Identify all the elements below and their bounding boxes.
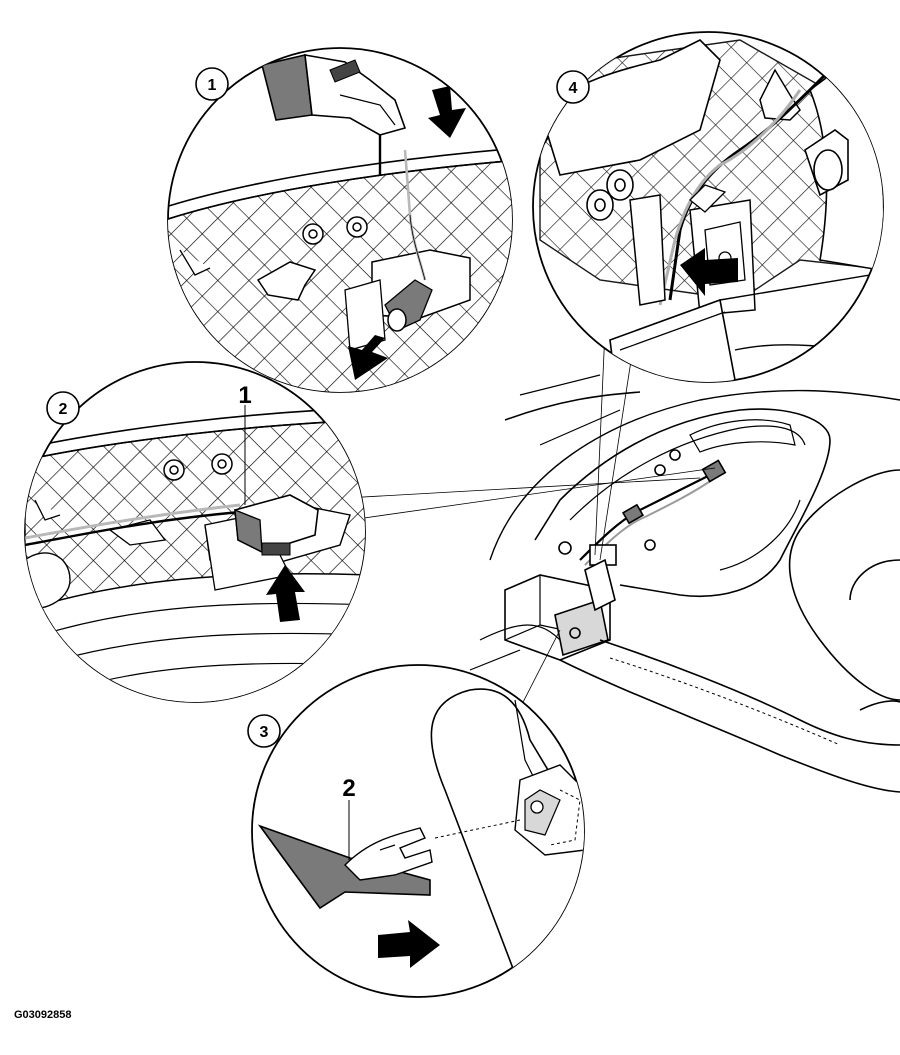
arrow-up-icon [266,565,305,622]
detail-view-1 [167,47,513,393]
step-3-number: 3 [260,724,269,741]
arrow-down-left-icon [348,335,388,380]
step-4-badge [556,70,590,104]
detail-view-2 [24,361,366,703]
figure-code: G03092858 [14,1009,72,1021]
arrow-down-icon [428,86,466,138]
step-3-badge [247,714,281,748]
step-4-number: 4 [569,80,578,97]
callout-2-label: 2 [342,775,355,802]
detail-view-4 [532,31,884,383]
step-1-number: 1 [208,77,217,94]
step-1-badge [195,67,229,101]
step-2-badge [46,391,80,425]
armrest-assembly [469,374,900,793]
arrow-left-icon [680,248,738,296]
detail-view-3 [247,664,585,998]
step-2-number: 2 [59,401,68,418]
callout-1-label: 1 [238,382,251,409]
arrow-right-icon [378,920,440,968]
